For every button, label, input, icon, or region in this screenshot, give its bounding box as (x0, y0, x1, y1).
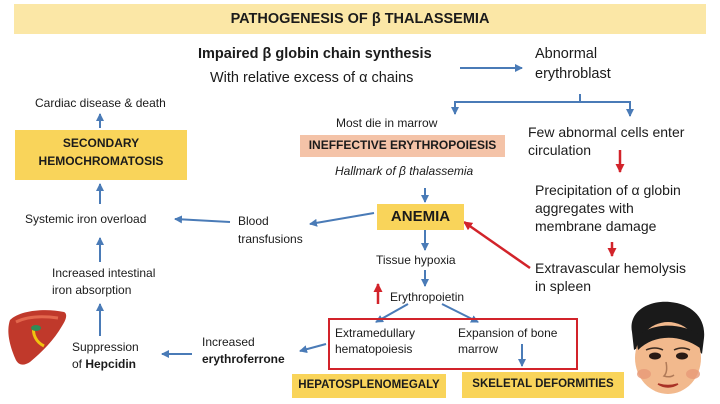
node-most-die: Most die in marrow (336, 116, 438, 130)
arrow-to-few-cells (580, 101, 634, 117)
node-tissue-hypoxia: Tissue hypoxia (376, 253, 456, 267)
node-suppression-of: of (72, 357, 86, 371)
arrow-to-systemic-iron (174, 215, 231, 224)
node-erythroferrone: erythroferrone (202, 352, 285, 366)
node-suppression-line2: of Hepcidin (72, 357, 136, 371)
node-anemia-box: ANEMIA (377, 204, 464, 230)
node-hallmark: Hallmark of β thalassemia (335, 164, 474, 178)
node-erythropoietin: Erythropoietin (390, 290, 465, 304)
page-title: PATHOGENESIS OF β THALASSEMIA (14, 4, 706, 34)
node-skeletal-deformities: SKELETAL DEFORMITIES (472, 378, 614, 390)
node-hepcidin: Hepcidin (85, 357, 137, 371)
node-precipitation-line2: aggregates with (535, 200, 634, 216)
node-increased: Increased (202, 335, 255, 349)
liver-icon (8, 310, 67, 365)
marrow-expansion-box (328, 318, 578, 370)
node-anemia: ANEMIA (390, 208, 451, 225)
arrow-to-erythroferrone (299, 343, 327, 354)
node-precipitation-line3: membrane damage (535, 218, 657, 234)
arrow-hemolysis-to-anemia (463, 220, 531, 270)
node-secondary-line1: SECONDARY (62, 136, 140, 150)
node-skeletal-deformities-box: SKELETAL DEFORMITIES (462, 372, 624, 398)
node-extravascular-line2: in spleen (535, 278, 592, 294)
child-face-icon (631, 301, 705, 394)
node-cardiac: Cardiac disease & death (35, 96, 166, 110)
page-title-text: PATHOGENESIS OF β THALASSEMIA (230, 11, 490, 27)
node-impaired-synthesis: Impaired β globin chain synthesis (198, 46, 432, 62)
node-relative-excess: With relative excess of α chains (210, 70, 414, 86)
node-secondary-line2: HEMOCHROMATOSIS (38, 154, 164, 168)
node-extramedullary-line1: Extramedullary (335, 326, 416, 340)
node-suppression-line1: Suppression (72, 340, 139, 354)
arrow-to-ineffective (451, 94, 581, 115)
node-intestinal-line1: Increased intestinal (52, 266, 156, 280)
arrow-to-blood-transfusions (309, 212, 375, 227)
node-abnormal-erythroblast-line2: erythroblast (535, 66, 611, 82)
node-hepatosplenomegaly: HEPATOSPLENOMEGALY (298, 379, 440, 391)
node-blood-line1: Blood (238, 214, 269, 228)
node-blood-line2: transfusions (238, 232, 303, 246)
node-secondary-hemochromatosis-box: SECONDARY HEMOCHROMATOSIS (15, 130, 187, 180)
node-abnormal-erythroblast-line1: Abnormal (535, 46, 598, 62)
node-ineffective-erythropoiesis: INEFFECTIVE ERYTHROPOIESIS (308, 138, 497, 152)
node-few-cells-line2: circulation (528, 142, 592, 158)
node-ineffective-erythropoiesis-box: INEFFECTIVE ERYTHROPOIESIS (300, 135, 505, 157)
node-extravascular-line1: Extravascular hemolysis (535, 260, 686, 276)
node-expansion-line1: Expansion of bone (458, 326, 558, 340)
node-few-cells-line1: Few abnormal cells enter (528, 124, 685, 140)
node-precipitation-line1: Precipitation of α globin (535, 182, 681, 198)
node-extramedullary-line2: hematopoiesis (335, 342, 413, 356)
node-expansion-line2: marrow (458, 342, 499, 356)
node-hepatosplenomegaly-box: HEPATOSPLENOMEGALY (292, 374, 446, 398)
node-systemic-iron: Systemic iron overload (25, 212, 147, 226)
node-intestinal-line2: iron absorption (52, 283, 132, 297)
